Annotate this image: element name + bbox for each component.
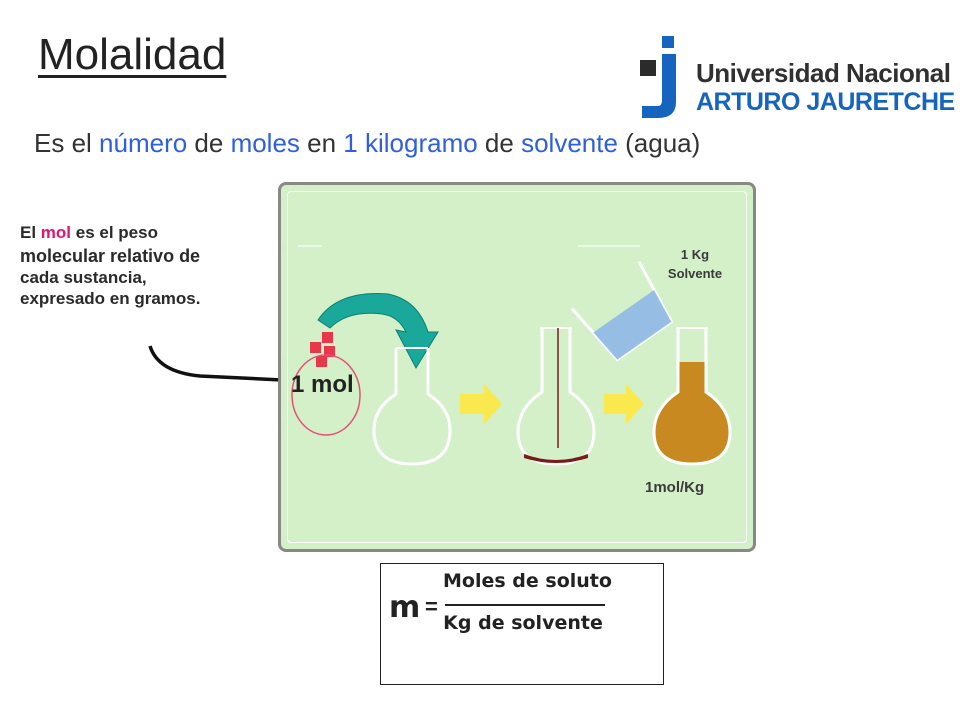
molality-diagram-panel: 1 mol 1 Kg Solvente 1mol/Kg xyxy=(278,182,756,552)
subtitle-keyword-moles: moles xyxy=(230,128,300,158)
note-text: es el peso xyxy=(71,223,158,242)
highlight-circle-icon xyxy=(291,354,361,436)
step-arrow-icon xyxy=(604,384,644,424)
solute-sediment xyxy=(524,454,588,463)
flask-empty-icon xyxy=(372,348,452,466)
diagram-illustration xyxy=(291,245,732,466)
water-beaker-icon xyxy=(570,260,674,362)
subtitle-keyword-solvente: solvente xyxy=(521,128,618,158)
pointer-arrow-line xyxy=(148,345,283,382)
subtitle-part: Es el xyxy=(34,128,100,158)
mol-definition-note: El mol es el peso molecular relativo de … xyxy=(20,222,282,309)
panel-inner-border xyxy=(287,191,747,543)
flask-solution-icon xyxy=(652,328,732,466)
formula-numerator: Moles de soluto xyxy=(443,570,612,592)
solvent-label-line-2: Solvente xyxy=(667,266,723,281)
flask-with-solute-icon xyxy=(516,328,596,466)
one-mol-label: 1 mol xyxy=(291,371,354,398)
note-text: El xyxy=(20,223,41,242)
subtitle-part: de xyxy=(477,128,522,158)
subtitle-keyword-kilogramo: 1 kilogramo xyxy=(343,128,478,158)
subtitle-part: en xyxy=(299,128,344,158)
formula-denominator: Kg de solvente xyxy=(443,612,603,634)
university-logo: Universidad Nacional ARTURO JAURETCHE xyxy=(636,30,955,122)
logo-university-name: Universidad Nacional xyxy=(696,58,951,88)
note-mol-keyword: mol xyxy=(40,223,72,242)
logo-university-subname: ARTURO JAURETCHE xyxy=(696,88,955,116)
subtitle-keyword-numero: número xyxy=(99,128,188,158)
result-concentration-label: 1mol/Kg xyxy=(645,479,705,496)
note-line-3: cada sustancia, xyxy=(20,268,147,287)
formula-fraction-bar xyxy=(445,604,605,606)
step-arrow-icon xyxy=(460,384,502,424)
solute-cubes-icon xyxy=(310,332,335,367)
slide-title: Molalidad xyxy=(38,30,227,79)
logo-mark-icon xyxy=(640,36,676,118)
formula-symbol: m xyxy=(389,590,421,625)
note-line-2: molecular relativo de xyxy=(20,246,201,266)
formula-equals: = xyxy=(425,594,438,619)
note-line-4: expresado en gramos. xyxy=(20,289,201,308)
subtitle-part: (agua) xyxy=(617,128,701,158)
solvent-label: 1 Kg Solvente xyxy=(647,247,743,281)
subtitle-part: de xyxy=(187,128,231,158)
molality-formula: m = Moles de soluto Kg de solvente xyxy=(380,563,664,685)
note-line-1: El mol es el peso xyxy=(20,222,282,243)
definition-subtitle: Es el número de moles en 1 kilogramo de … xyxy=(34,128,700,159)
solvent-label-line-1: 1 Kg xyxy=(680,247,710,262)
